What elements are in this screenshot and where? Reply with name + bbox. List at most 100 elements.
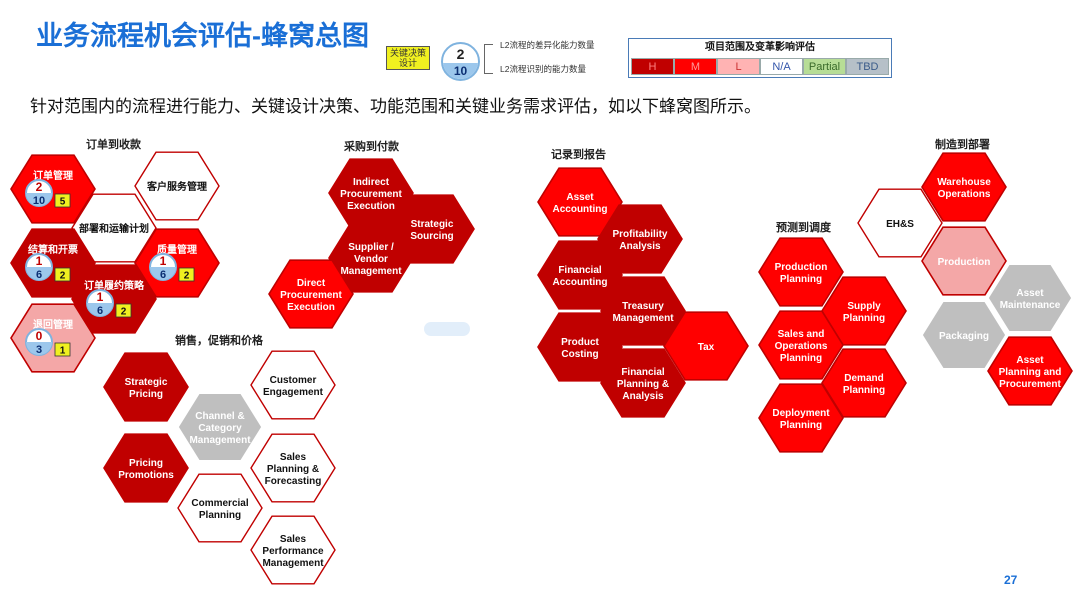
count-badge-bottom-quality-mgmt <box>150 267 176 280</box>
count-top-order-fulfillment-strategy: 1 <box>97 290 104 304</box>
hex-shape-returns-mgmt <box>10 303 96 373</box>
hex-label-order-mgmt: 订单管理 <box>33 169 73 182</box>
count-bottom-settlement-invoicing: 6 <box>36 269 42 281</box>
count-bottom-returns-mgmt: 3 <box>36 344 42 356</box>
group-label-forecast-to-schedule: 预测到调度 <box>776 222 831 234</box>
hex-label-customer-service-mgmt: 客户服务管理 <box>146 180 207 193</box>
hex-shape-production <box>921 226 1007 296</box>
key-count-settlement-invoicing: 2 <box>60 271 66 282</box>
key-count-returns-mgmt: 1 <box>60 346 66 357</box>
hex-shape-sales-operations-planning <box>758 310 844 380</box>
count-badge-bottom-returns-mgmt <box>26 342 52 355</box>
subtitle: 针对范围内的流程进行能力、关键设计决策、功能范围和关键业务需求评估，如以下蜂窝图… <box>30 97 761 116</box>
count-legend-top: 2 <box>456 46 465 62</box>
hex-label-returns-mgmt: 退回管理 <box>33 318 73 331</box>
hex-shape-customer-service-mgmt <box>134 151 220 221</box>
hex-shape-pricing-promotions <box>103 433 189 503</box>
legend-line-identified: L2流程识别的能力数量 <box>500 64 586 74</box>
count-badge-bottom-order-fulfillment-strategy <box>87 303 113 316</box>
group-label-procure-to-pay: 采购到付款 <box>344 141 399 153</box>
legend-bracket <box>484 44 493 74</box>
count-bottom-order-mgmt: 10 <box>33 195 45 207</box>
count-legend-bottom: 10 <box>443 62 478 79</box>
hex-ehs: EH&S <box>857 188 943 258</box>
count-top-settlement-invoicing: 1 <box>36 254 43 268</box>
hex-label-ehs: EH&S <box>886 219 914 230</box>
hex-production: Production <box>921 226 1007 296</box>
hex-shape-deployment-planning <box>758 383 844 453</box>
count-top-order-mgmt: 2 <box>36 180 43 194</box>
count-top-quality-mgmt: 1 <box>160 254 167 268</box>
hex-shape-asset-planning-procurement <box>987 336 1073 406</box>
hex-shape-strategic-pricing <box>103 352 189 422</box>
hex-shape-commercial-planning <box>177 473 263 543</box>
hex-shape-profitability-analysis <box>597 204 683 274</box>
hex-shape-financial-accounting <box>537 240 623 310</box>
count-badge-bottom-order-mgmt <box>26 193 52 206</box>
hex-shape-production-planning <box>758 237 844 307</box>
hex-tax: Tax <box>663 311 749 381</box>
key-design-legend: 关键决策设计 <box>386 46 430 70</box>
hex-shape-asset-maintenance <box>987 263 1073 333</box>
hex-shape-demand-planning <box>821 348 907 418</box>
impact-legend-cell-4: Partial <box>803 58 846 75</box>
count-top-returns-mgmt: 0 <box>36 329 43 343</box>
hex-shape-warehouse-operations <box>921 152 1007 222</box>
hex-packaging: Packaging <box>921 300 1007 370</box>
group-label-sales-pricing: 销售，促销和价格 <box>175 335 263 347</box>
hex-customer-service-mgmt: 客户服务管理 <box>134 151 220 221</box>
impact-legend-cell-2: L <box>717 58 760 75</box>
impact-legend-cell-3: N/A <box>760 58 803 75</box>
hex-shape-tax <box>663 311 749 381</box>
hex-shape-sales-planning-forecasting <box>250 433 336 503</box>
impact-legend-cell-0: H <box>631 58 674 75</box>
impact-legend-cell-1: M <box>674 58 717 75</box>
page-title: 业务流程机会评估-蜂窝总图 <box>36 21 369 51</box>
hex-shape-supplier-vendor-mgmt <box>328 223 414 293</box>
key-box-quality-mgmt <box>178 267 195 282</box>
impact-legend-title: 项目范围及变革影响评估 <box>705 42 815 53</box>
hex-deploy-shipping-planning: 部署和运输计划 <box>71 193 157 263</box>
hex-label-production: Production <box>938 257 991 268</box>
count-bottom-order-fulfillment-strategy: 6 <box>97 305 103 317</box>
hex-shape-direct-procurement-execution <box>268 259 354 329</box>
hex-shape-order-fulfillment-strategy <box>71 264 157 334</box>
hex-shape-ehs <box>857 188 943 258</box>
